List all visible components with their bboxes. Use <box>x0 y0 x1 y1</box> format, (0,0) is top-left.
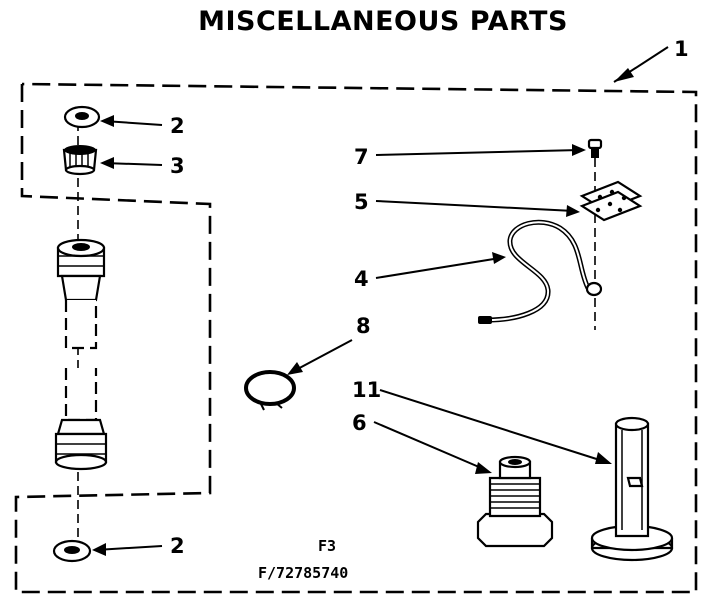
diagram-title: MISCELLANEOUS PARTS <box>198 6 568 37</box>
callout-7: 7 <box>354 145 369 169</box>
inlet-screen <box>62 145 98 176</box>
leader-4 <box>375 257 501 279</box>
callout-4: 4 <box>354 267 369 291</box>
screw <box>587 138 603 158</box>
hose-coupling-upper <box>56 238 106 302</box>
arrow-8 <box>287 362 303 375</box>
arrow-3 <box>100 157 114 169</box>
leader-11 <box>379 389 607 463</box>
cord <box>478 219 603 324</box>
arrow-2-bottom <box>92 543 106 556</box>
arrow-4 <box>492 252 506 264</box>
washer-top <box>63 105 101 129</box>
arrow-7 <box>572 144 586 156</box>
hose-coupling-lower <box>54 418 108 471</box>
arrow-11 <box>595 452 612 464</box>
arrow-5 <box>566 205 580 217</box>
arrow-1 <box>614 68 634 82</box>
part-number: F/72785740 <box>258 564 348 582</box>
callout-5: 5 <box>354 190 369 214</box>
arrow-2-top <box>100 115 114 127</box>
leveling-post <box>590 416 674 562</box>
hose-tube-lower <box>64 368 98 422</box>
callout-1: 1 <box>674 37 689 61</box>
leader-2-bottom <box>95 545 163 551</box>
callout-3: 3 <box>170 154 185 178</box>
arrow-6 <box>475 462 492 474</box>
hose-tube-upper <box>64 300 98 350</box>
callout-2-top: 2 <box>170 114 185 138</box>
leader-5 <box>375 200 575 212</box>
washer-bottom <box>52 539 92 563</box>
leader-6 <box>373 421 487 471</box>
callout-2-bottom: 2 <box>170 534 185 558</box>
ring-clip <box>244 370 296 411</box>
leader-8 <box>291 339 353 373</box>
figure-code: F3 <box>318 537 336 555</box>
callout-11: 11 <box>352 378 381 402</box>
leader-7 <box>375 149 581 156</box>
callout-8: 8 <box>356 314 371 338</box>
callout-6: 6 <box>352 411 367 435</box>
kit-outline <box>14 82 698 594</box>
clamp-plate <box>579 180 643 222</box>
threaded-leg <box>476 455 554 548</box>
